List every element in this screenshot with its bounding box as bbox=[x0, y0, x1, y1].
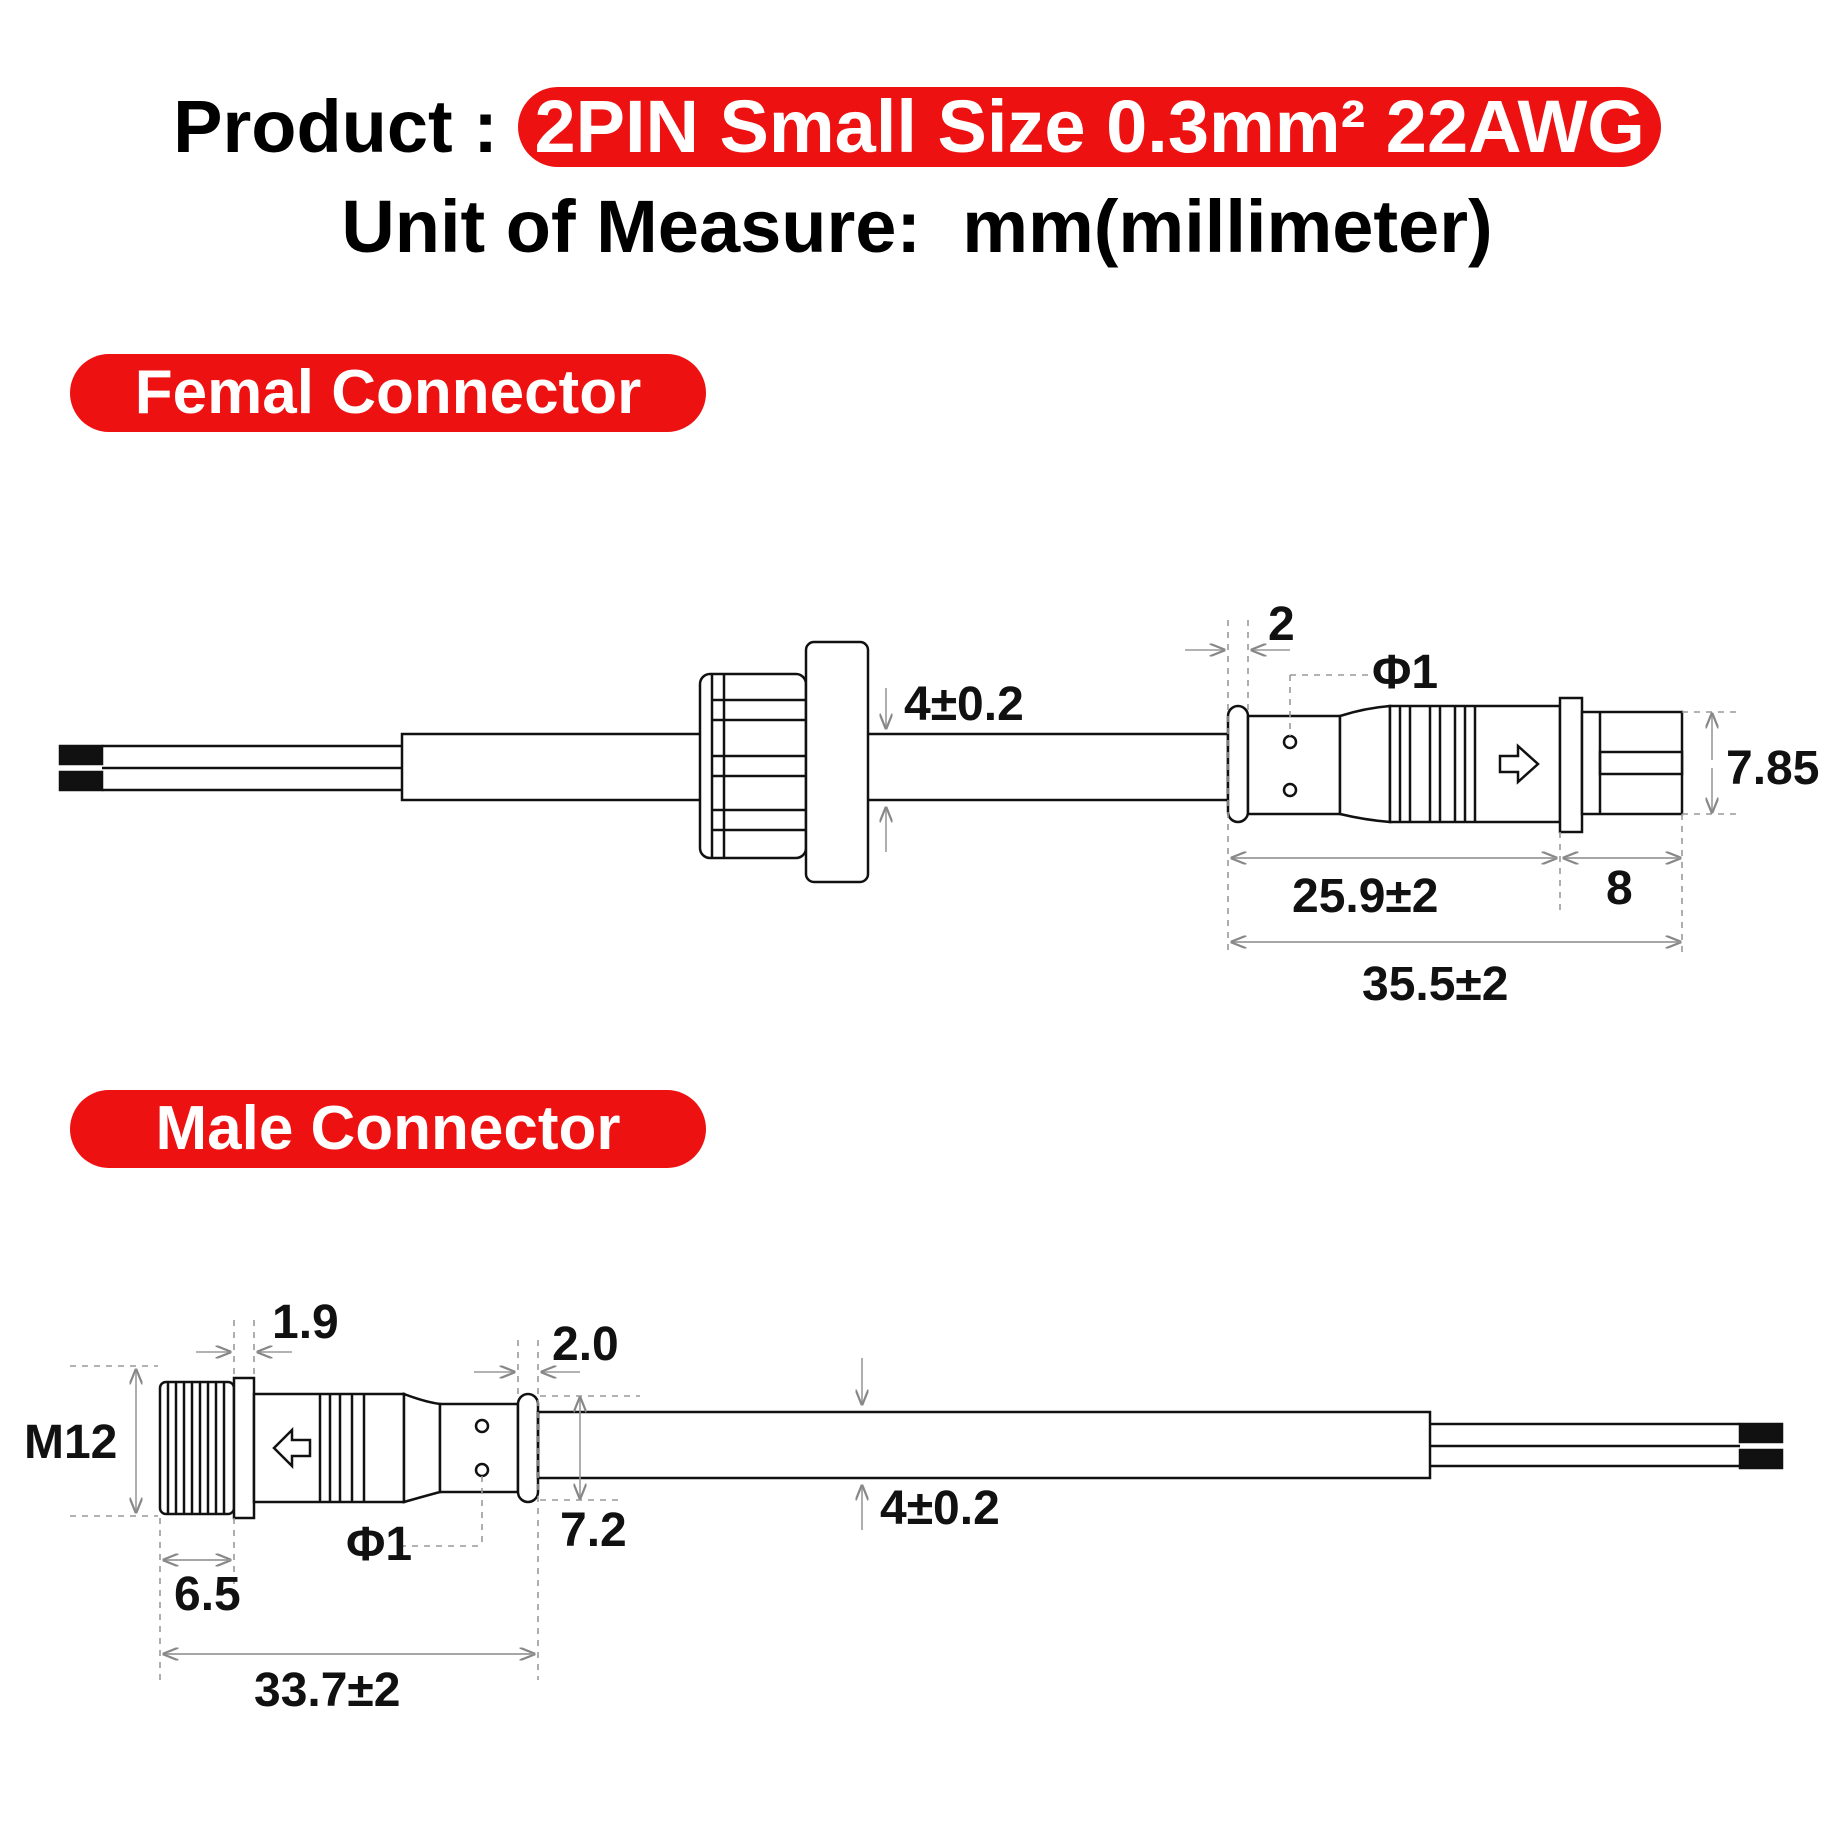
female-connector-body bbox=[1226, 696, 1684, 834]
female-connector-drawing bbox=[58, 640, 1684, 884]
male-cable bbox=[536, 1410, 1432, 1480]
male-collar-label: 2.0 bbox=[552, 1318, 619, 1371]
male-cable-diameter-label: 4±0.2 bbox=[880, 1482, 1000, 1535]
product-value-badge: 2PIN Small Size 0.3mm² 22AWG bbox=[518, 87, 1661, 167]
male-wires bbox=[1430, 1422, 1784, 1470]
male-connector-body bbox=[252, 1392, 540, 1504]
female-wires bbox=[58, 744, 402, 792]
unit-label: Unit of Measure: bbox=[341, 185, 922, 268]
female-total-length-label: 35.5±2 bbox=[1362, 958, 1508, 1011]
male-pin-hole-label: Φ1 bbox=[346, 1518, 412, 1571]
male-connector-title: Male Connector bbox=[70, 1090, 706, 1168]
female-panel-nut bbox=[698, 640, 870, 884]
product-label: Product : bbox=[173, 85, 498, 168]
female-cable-diameter-label: 4±0.2 bbox=[904, 678, 1024, 731]
male-dimension-lines bbox=[70, 1320, 862, 1680]
male-connector-drawing bbox=[158, 1376, 1784, 1520]
female-body-length-label: 25.9±2 bbox=[1292, 870, 1438, 923]
male-thread-length-label: 6.5 bbox=[174, 1568, 241, 1621]
female-connector-title: Femal Connector bbox=[70, 354, 706, 432]
male-total-length-label: 33.7±2 bbox=[254, 1664, 400, 1717]
female-tip-length-label: 8 bbox=[1606, 862, 1633, 915]
female-flange-label: 2 bbox=[1268, 598, 1295, 651]
unit-value: mm(millimeter) bbox=[962, 185, 1493, 268]
unit-line: Unit of Measure: mm(millimeter) bbox=[0, 182, 1834, 272]
male-dimension-labels: M12 1.9 2.0 7.2 Φ1 6.5 33.7±2 4±0.2 bbox=[24, 1296, 1000, 1717]
male-thread-label: M12 bbox=[24, 1416, 117, 1469]
female-pin-hole-label: Φ1 bbox=[1372, 646, 1438, 699]
female-body-diameter-label: 7.85 bbox=[1726, 742, 1819, 795]
female-dimension-lines bbox=[886, 620, 1740, 956]
male-thread bbox=[158, 1376, 256, 1520]
female-dimension-labels: 4±0.2 2 Φ1 7.85 25.9±2 8 35.5±2 bbox=[904, 598, 1819, 1011]
product-line: Product : 2PIN Small Size 0.3mm² 22AWG bbox=[0, 82, 1834, 172]
male-collar-diameter-label: 7.2 bbox=[560, 1504, 627, 1557]
male-nut-flange-label: 1.9 bbox=[272, 1296, 339, 1349]
